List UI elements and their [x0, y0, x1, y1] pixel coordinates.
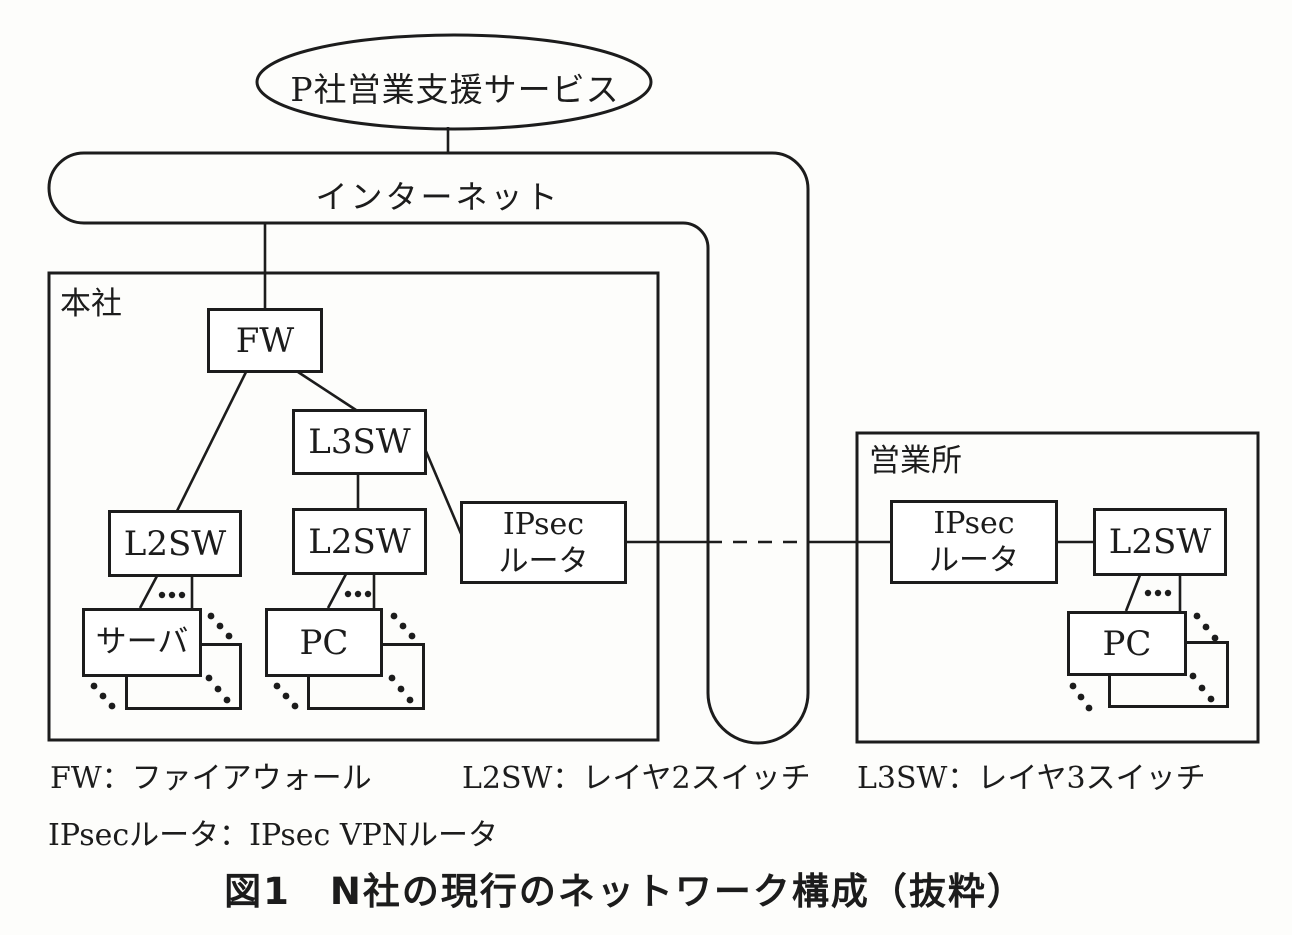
hq-boundary — [47, 271, 660, 742]
l3sw-label: L3SW — [308, 422, 411, 462]
node-server: サーバ — [82, 608, 202, 677]
legend-l2sw: L2SW：レイヤ2スイッチ — [462, 761, 811, 796]
l2sw-hq-left-label: L2SW — [123, 523, 227, 564]
l2sw-branch-label: L2SW — [1108, 522, 1212, 562]
ipsec-router-branch-label: IPsec ルータ — [929, 506, 1019, 578]
legend-ipsec-router: IPsecルータ：IPsec VPNルータ — [48, 818, 498, 853]
link-l3sw-ipsec — [423, 448, 464, 537]
internet-shape — [47, 151, 810, 745]
hq-site-label: 本社 — [60, 286, 122, 322]
node-pc-branch: PC — [1067, 611, 1187, 676]
connector-lines — [138, 127, 1182, 612]
link-fw-l2sw-left — [175, 371, 248, 512]
ipsec-router-hq-label: IPsec ルータ — [498, 506, 589, 579]
node-l2sw-hq-left: L2SW — [108, 510, 242, 577]
link-l2swleft-server-diag — [138, 575, 159, 609]
link-l2swbr-pc-diag — [1124, 574, 1142, 612]
node-l2sw-branch: L2SW — [1093, 508, 1227, 576]
cloud-service-label: P社営業支援サービス — [290, 70, 620, 109]
node-pc-hq: PC — [265, 608, 383, 677]
l2sw-hq-mid-label: L2SW — [308, 521, 411, 562]
figure-caption: 図1 N社の現行のネットワーク構成（抜粋） — [224, 870, 1026, 913]
node-l2sw-hq-mid: L2SW — [292, 508, 427, 575]
link-fw-l3sw — [297, 370, 357, 412]
node-fw: FW — [207, 308, 323, 373]
node-l3sw: L3SW — [292, 409, 427, 475]
node-ipsec-router-branch: IPsec ルータ — [890, 500, 1058, 584]
branch-site-label: 営業所 — [869, 443, 962, 479]
ellipsis-dots — [90, 589, 1219, 712]
fw-label: FW — [235, 320, 295, 361]
pc-branch-label: PC — [1102, 623, 1152, 664]
internet-label: インターネット — [315, 178, 561, 216]
branch-boundary — [855, 431, 1260, 744]
legend-l3sw: L3SW：レイヤ3スイッチ — [857, 761, 1206, 796]
server-label: サーバ — [95, 624, 189, 660]
cloud-ellipse — [255, 33, 653, 131]
legend-fw: FW：ファイアウォール — [50, 761, 372, 796]
node-ipsec-router-hq: IPsec ルータ — [460, 501, 627, 584]
pc-hq-label: PC — [299, 622, 349, 663]
link-l2swmid-pc-diag — [326, 573, 348, 609]
